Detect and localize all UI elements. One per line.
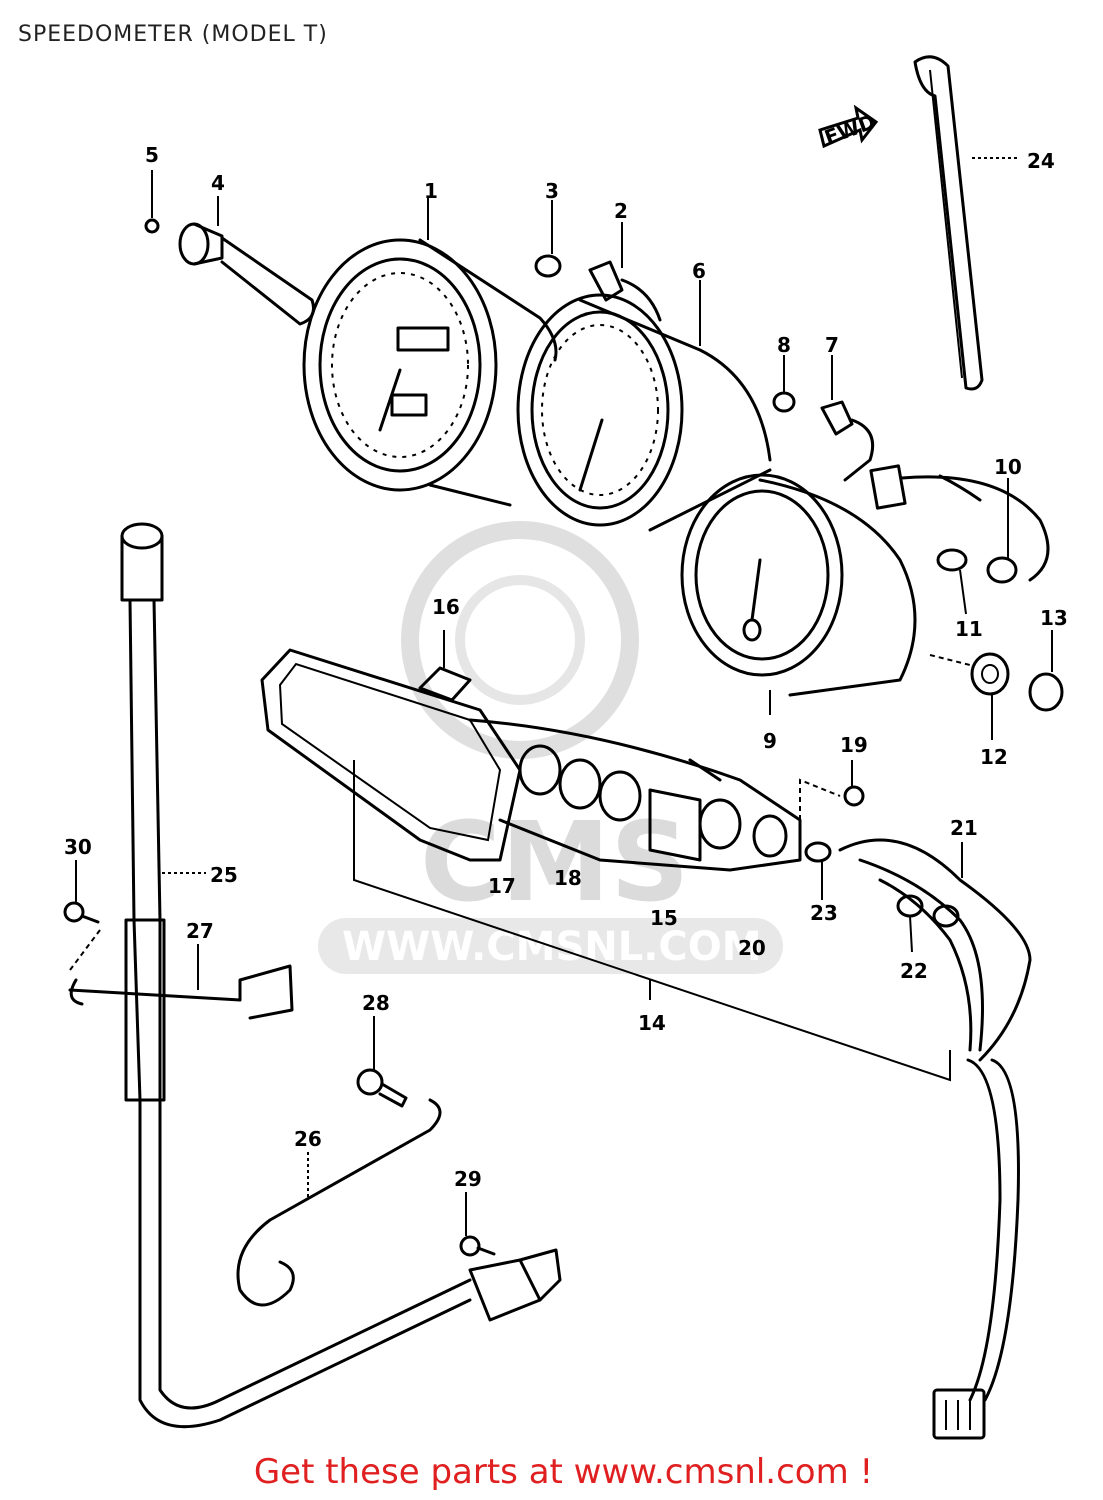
part-21-socket-harness [804,838,1032,1440]
callout-3: 3 [545,179,559,203]
part-3-bulb [534,200,562,278]
part-10-wire-harness [869,464,1050,584]
callout-8: 8 [777,333,791,357]
gauge-speedometer [302,198,558,507]
callout-24: 24 [1027,149,1055,173]
callout-19: 19 [840,733,868,757]
part-7-socket [820,355,875,482]
forward-arrow-icon: FWD [818,104,879,150]
part-4-cable-end [178,196,315,326]
part-19-screw [799,760,865,820]
callout-20: 20 [738,936,766,960]
callout-9: 9 [763,729,777,753]
callout-23: 23 [810,901,838,925]
callout-1: 1 [424,179,438,203]
callout-17: 17 [488,874,516,898]
gauge-tachometer [516,280,772,532]
part-30-screw [63,860,101,971]
part-2-socket [588,222,662,322]
page-title: SPEEDOMETER (MODEL T) [18,22,328,47]
callout-13: 13 [1040,606,1068,630]
callout-26: 26 [294,1127,322,1151]
callout-22: 22 [900,959,928,983]
callout-29: 29 [454,1167,482,1191]
callout-27: 27 [186,919,214,943]
callout-21: 21 [950,816,978,840]
part-28-bolt [356,1016,408,1108]
callout-7: 7 [825,333,839,357]
part-12-grommet [929,652,1010,740]
part-13-washer [1028,630,1064,712]
callout-6: 6 [692,259,706,283]
part-29-screw [459,1192,496,1257]
callout-15: 15 [650,906,678,930]
part-8-bulb [772,355,796,413]
part-26-spring-clip [236,1098,442,1307]
callout-28: 28 [362,991,390,1015]
part-11-connector [936,548,968,615]
footer-link-text[interactable]: Get these parts at www.cmsnl.com ! [253,1452,874,1492]
gauge-indicator [680,473,917,715]
callout-11: 11 [955,617,983,641]
watermark-logo: CMS WWW.CMSNL.COM [318,521,783,974]
callout-labels: 1 2 3 4 5 6 7 8 9 10 11 12 13 14 15 16 1… [64,143,1068,1191]
part-25-speedometer-cable [120,522,562,1429]
footer-banner[interactable]: Get these parts at www.cmsnl.com ! [0,1452,1103,1492]
callout-10: 10 [994,455,1022,479]
callout-2: 2 [614,199,628,223]
part-16-clip [418,630,472,702]
callout-18: 18 [554,866,582,890]
forward-arrow-label: FWD [821,109,878,149]
part-27-bracket [68,944,294,1020]
callout-16: 16 [432,595,460,619]
callout-30: 30 [64,835,92,859]
callout-4: 4 [211,171,225,195]
part-5-screw [144,170,160,234]
callout-25: 25 [210,863,238,887]
callout-14: 14 [638,1011,666,1035]
callout-12: 12 [980,745,1008,769]
part-24-bracket [913,55,1020,391]
callout-5: 5 [145,143,159,167]
